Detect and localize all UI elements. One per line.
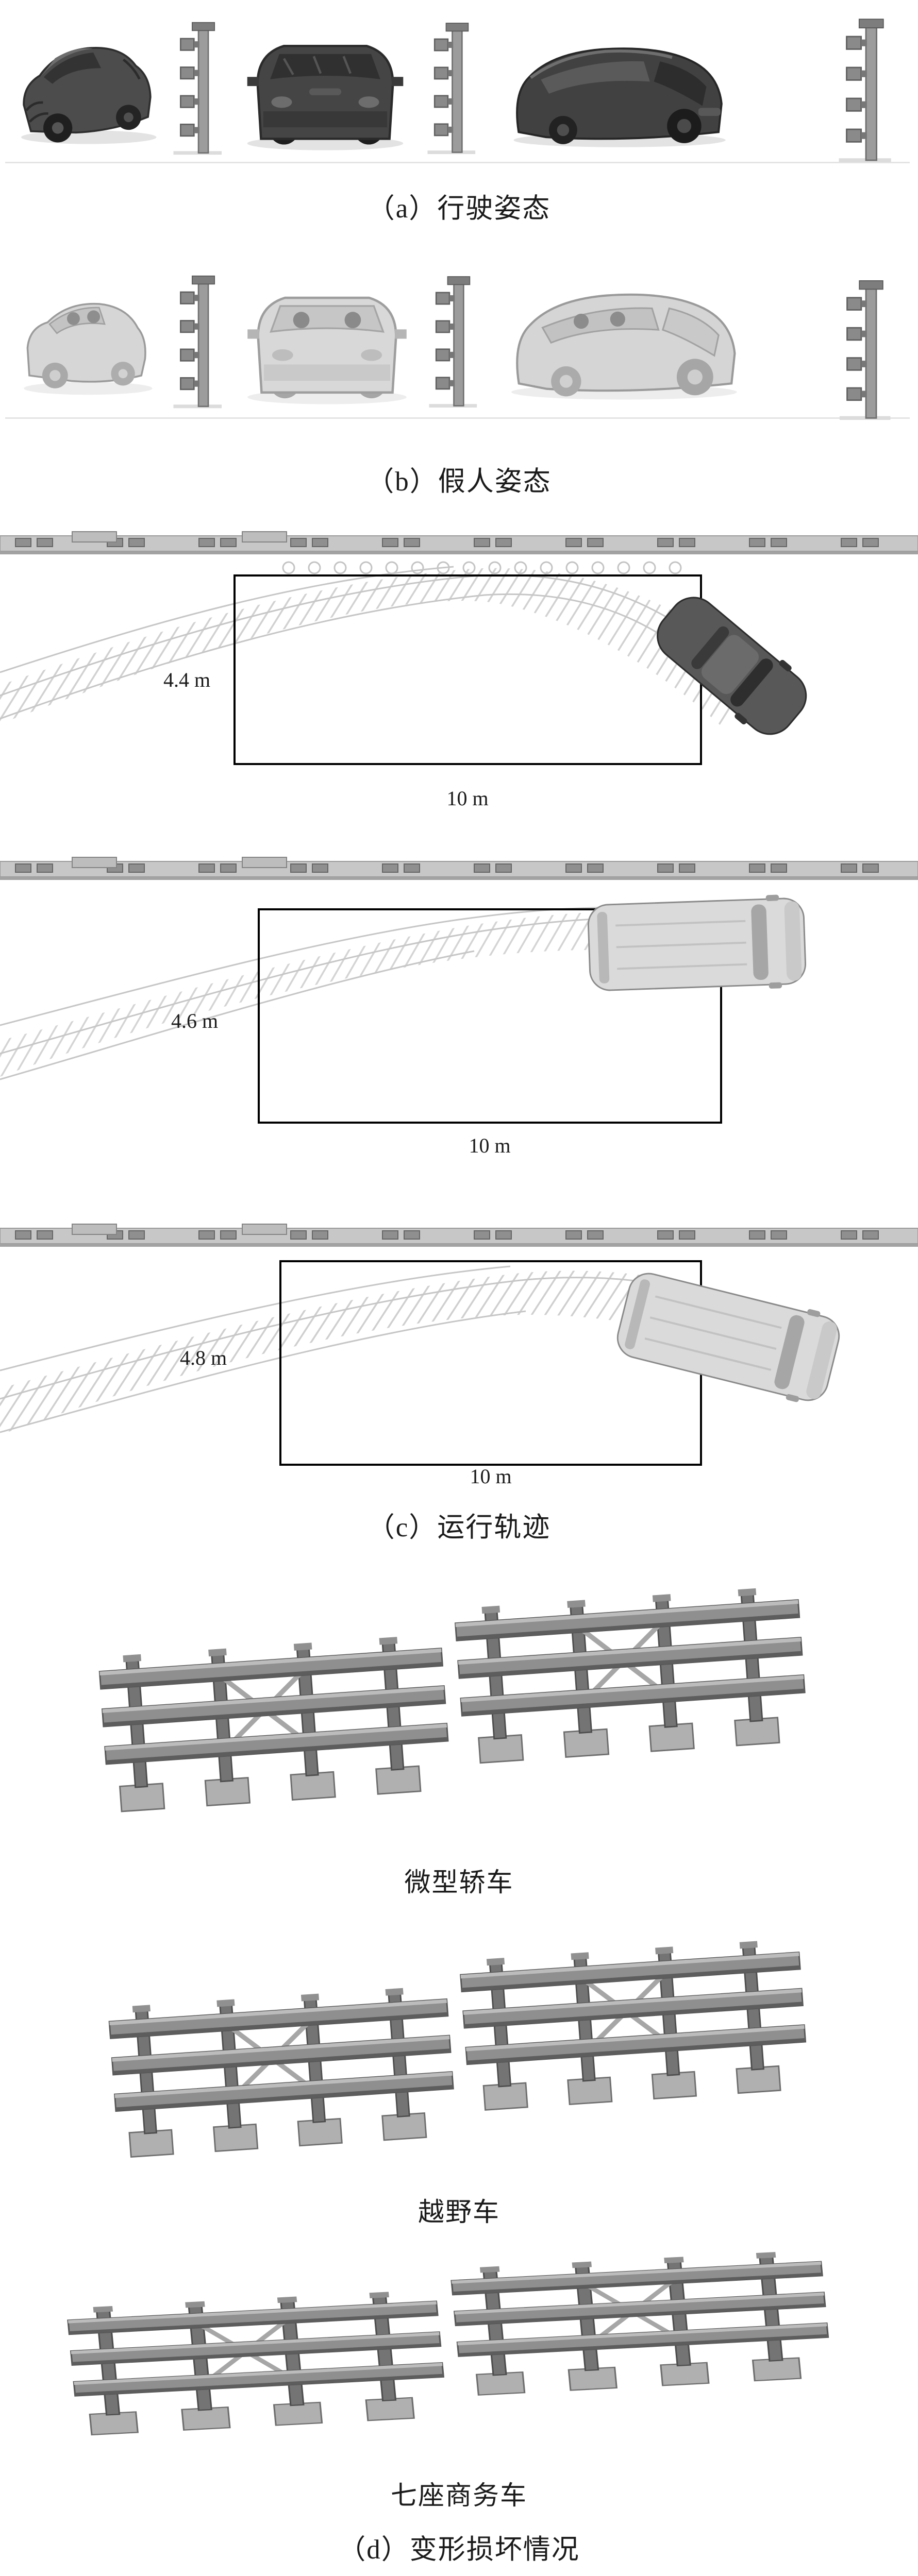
deformation-label-minicar: 微型轿车	[404, 1869, 514, 1897]
deformation-label-suv: 越野车	[418, 2198, 500, 2227]
trajectory-plot-mpv	[0, 1224, 918, 1466]
guardrail-deformation-render-suv	[105, 1920, 823, 2181]
deformation-label-mpv: 七座商务车	[390, 2482, 527, 2511]
vehicle-render-minicar-crash	[13, 16, 168, 163]
trajectory-plot-minicar	[0, 531, 918, 765]
trajectory-sweep-band	[0, 911, 637, 1077]
box-width-label-3: 4.8 m	[179, 1346, 227, 1369]
guardrail-deformation-render-mpv	[63, 2234, 847, 2455]
measurement-box	[258, 908, 722, 1124]
ground-line-a	[5, 162, 910, 163]
guardrail-plan-strip	[0, 857, 918, 880]
guardrail-post-render	[835, 13, 897, 168]
box-width-label-2: 4.6 m	[171, 1009, 219, 1032]
guardrail-plan-strip	[0, 531, 918, 555]
guardrail-plan-strip	[0, 1224, 918, 1247]
trajectory-sweep-band	[0, 568, 763, 726]
caption-panel-a: （a）行驶姿态	[367, 194, 551, 224]
trajectory-sweep-band	[0, 1270, 755, 1435]
vehicle-render-suv-dummy	[233, 264, 421, 418]
caption-panel-c: （c）运行轨迹	[367, 1513, 551, 1543]
vehicle-top-view-mpv	[611, 1264, 845, 1410]
guardrail-post-render	[172, 267, 225, 417]
box-length-label-1: 10 m	[446, 787, 489, 810]
guardrail-post-render	[172, 13, 225, 164]
box-length-label-2: 10 m	[469, 1134, 511, 1157]
guardrail-post-render	[426, 13, 479, 164]
caption-panel-b: （b）假人姿态	[366, 467, 552, 497]
guardrail-post-render	[835, 275, 897, 426]
guardrail-post-render	[427, 267, 480, 417]
box-width-label-1: 4.4 m	[163, 668, 211, 691]
vehicle-top-view-suv	[586, 892, 808, 996]
caption-panel-d: （d）变形损坏情况	[338, 2535, 580, 2565]
ground-line-b	[5, 417, 910, 419]
guardrail-deformation-render-minicar	[95, 1566, 822, 1837]
box-length-label-3: 10 m	[470, 1465, 512, 1488]
trajectory-plot-suv	[0, 857, 918, 1124]
vehicle-render-minicar-dummy	[16, 270, 163, 417]
vehicle-render-mpv-rear	[500, 20, 743, 163]
vehicle-render-suv-front	[233, 13, 417, 163]
vehicle-render-mpv-dummy	[497, 264, 755, 417]
